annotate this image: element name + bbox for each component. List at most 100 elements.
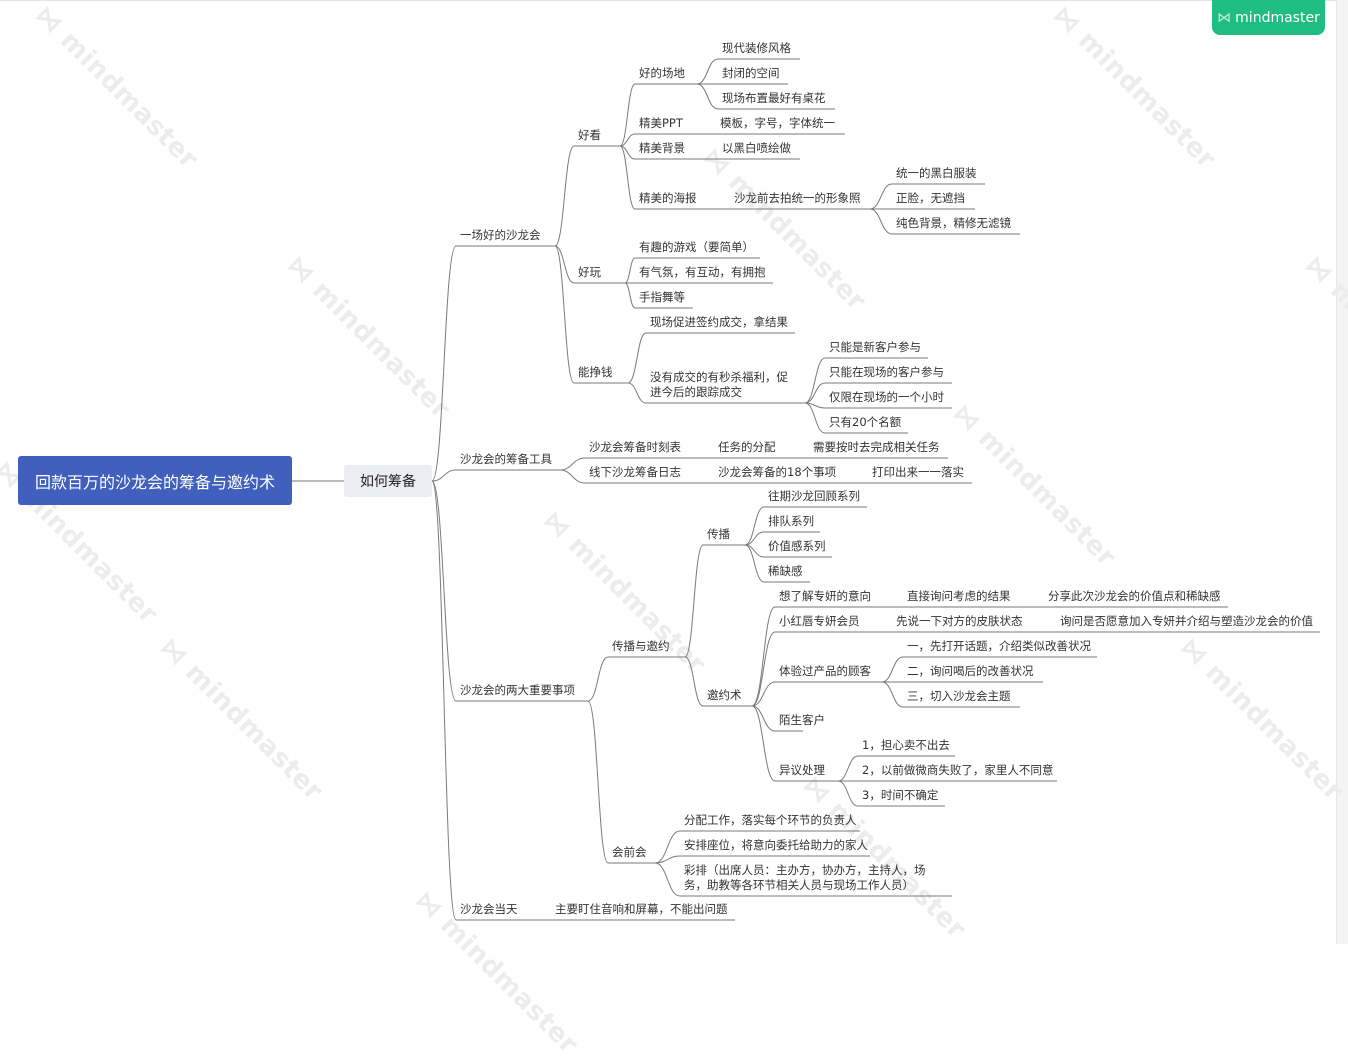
- topic-node[interactable]: 以黑白喷绘做: [722, 141, 791, 155]
- connector: [431, 480, 457, 921]
- topic-node[interactable]: 一场好的沙龙会: [460, 228, 541, 242]
- mindmaster-logo-icon: ⋈: [1217, 9, 1232, 26]
- topic-node[interactable]: 陌生客户: [779, 713, 825, 727]
- topic-node[interactable]: 二，询问喝后的改善状况: [907, 664, 1034, 678]
- topic-node[interactable]: 打印出来一一落实: [872, 465, 964, 479]
- topic-node[interactable]: 沙龙会筹备的18个事项: [718, 465, 837, 479]
- connector: [881, 656, 904, 683]
- connector: [554, 145, 575, 247]
- topic-node[interactable]: 安排座位，将意向委托给助力的家人: [684, 838, 868, 852]
- topic-node[interactable]: 现场布置最好有桌花: [722, 91, 826, 105]
- topic-node[interactable]: 精美背景: [639, 141, 685, 155]
- connector: [619, 83, 636, 147]
- topic-node[interactable]: 正脸，无遮挡: [896, 191, 965, 205]
- topic-node[interactable]: 会前会: [612, 845, 647, 859]
- topic-node[interactable]: 现代装修风格: [722, 41, 791, 55]
- connector: [804, 382, 826, 404]
- connector: [804, 357, 826, 404]
- topic-node[interactable]: 询问是否愿意加入专妍并介绍与塑造沙龙会的价值: [1060, 614, 1313, 628]
- topic-node[interactable]: 统一的黑白服装: [896, 166, 977, 180]
- topic-node[interactable]: 精美的海报: [639, 191, 697, 205]
- connector: [619, 133, 636, 147]
- topic-node[interactable]: 好看: [578, 128, 601, 142]
- topic-node[interactable]: 排队系列: [768, 514, 814, 528]
- topic-node[interactable]: 仅限在现场的一个小时: [829, 390, 944, 404]
- topic-node[interactable]: 2，以前做微商失败了，家里人不同意: [862, 763, 1054, 777]
- topic-node[interactable]: 稀缺感: [768, 564, 803, 578]
- topic-node[interactable]: 精美PPT: [639, 116, 683, 130]
- topic-node[interactable]: 3，时间不确定: [862, 788, 939, 802]
- connector: [751, 705, 776, 782]
- connector: [554, 245, 575, 284]
- topic-node[interactable]: 手指舞等: [639, 290, 685, 304]
- topic-node[interactable]: 好玩: [578, 265, 601, 279]
- connector: [684, 544, 704, 658]
- topic-node[interactable]: 邀约术: [707, 688, 742, 702]
- topic-node[interactable]: 只能是新客户参与: [829, 340, 921, 354]
- topic-node[interactable]: 一，先打开话题，介绍类似改善状况: [907, 639, 1091, 653]
- topic-node[interactable]: 往期沙龙回顾系列: [768, 489, 860, 503]
- topic-node[interactable]: 分享此次沙龙会的价值点和稀缺感: [1048, 589, 1221, 603]
- topic-node[interactable]: 异议处理: [779, 763, 825, 777]
- topic-node[interactable]: 只有20个名额: [829, 415, 902, 429]
- mindmaster-logo-button[interactable]: ⋈ mindmaster: [1212, 0, 1325, 35]
- topic-node[interactable]: 沙龙会的两大重要事项: [460, 683, 575, 697]
- connector-lines: [292, 58, 1320, 921]
- connector: [431, 245, 457, 482]
- topic-node[interactable]: 传播与邀约: [612, 639, 670, 653]
- connector: [559, 469, 586, 484]
- connector: [619, 145, 636, 160]
- topic-node[interactable]: 小红唇专妍会员: [779, 614, 860, 628]
- topic-node[interactable]: 主要盯住音响和屏幕，不能出问题: [555, 902, 728, 916]
- connector: [751, 606, 776, 707]
- connector: [431, 469, 457, 482]
- main-topic-label: 如何筹备: [360, 474, 416, 490]
- topic-node[interactable]: 没有成交的有秒杀福利，促 进今后的跟踪成交: [650, 370, 788, 399]
- topic-node[interactable]: 线下沙龙筹备日志: [589, 465, 681, 479]
- connector: [744, 544, 765, 583]
- root-topic-label: 回款百万的沙龙会的筹备与邀约术: [34, 472, 275, 492]
- vertical-scrollbar[interactable]: [1336, 0, 1348, 944]
- topic-node[interactable]: 纯色背景，精修无滤镜: [896, 216, 1011, 230]
- topic-node[interactable]: 有气氛，有互动，有拥抱: [639, 265, 766, 279]
- topic-node[interactable]: 沙龙前去拍统一的形象照: [734, 191, 861, 205]
- connector: [654, 830, 681, 864]
- connector: [744, 531, 765, 546]
- logo-text: mindmaster: [1235, 9, 1320, 26]
- topic-node[interactable]: 有趣的游戏（要简单）: [639, 240, 754, 254]
- topic-node[interactable]: 需要按时去完成相关任务: [813, 440, 940, 454]
- topic-node[interactable]: 价值感系列: [768, 539, 826, 553]
- connector: [559, 457, 586, 471]
- topic-node[interactable]: 能挣钱: [578, 365, 613, 379]
- connector: [744, 506, 765, 546]
- connector: [654, 855, 681, 864]
- topic-node[interactable]: 传播: [707, 527, 730, 541]
- topic-node[interactable]: 只能在现场的客户参与: [829, 365, 944, 379]
- topic-node[interactable]: 1，担心卖不出去: [862, 738, 950, 752]
- connector: [837, 755, 859, 782]
- topic-node[interactable]: 现场促进签约成交，拿结果: [650, 315, 788, 329]
- topic-node[interactable]: 彩排（出席人员：主办方，协办方，主持人，场 务，助教等各环节相关人员与现场工作人…: [684, 863, 926, 892]
- topic-node[interactable]: 分配工作，落实每个环节的负责人: [684, 813, 857, 827]
- topic-node[interactable]: 沙龙会的筹备工具: [460, 452, 552, 466]
- root-topic[interactable]: 回款百万的沙龙会的筹备与邀约术: [18, 456, 292, 505]
- topic-node[interactable]: 体验过产品的顾客: [779, 664, 871, 678]
- topic-node[interactable]: 想了解专妍的意向: [779, 589, 871, 603]
- connector: [751, 681, 776, 707]
- topic-node[interactable]: 好的场地: [639, 66, 685, 80]
- connector: [624, 282, 636, 309]
- topic-node[interactable]: 沙龙会当天: [460, 902, 518, 916]
- main-topic[interactable]: 如何筹备: [344, 465, 432, 497]
- topic-node[interactable]: 封闭的空间: [722, 66, 780, 80]
- topic-node[interactable]: 三，切入沙龙会主题: [907, 689, 1011, 703]
- connector: [881, 681, 904, 708]
- connector: [627, 332, 647, 384]
- topic-node[interactable]: 任务的分配: [718, 440, 776, 454]
- topic-node[interactable]: 模板，字号，字体统一: [720, 116, 835, 130]
- connector: [751, 705, 776, 732]
- topic-node[interactable]: 直接询问考虑的结果: [907, 589, 1011, 603]
- topic-node[interactable]: 先说一下对方的皮肤状态: [896, 614, 1023, 628]
- connector: [627, 382, 647, 404]
- connector: [587, 656, 609, 702]
- topic-node[interactable]: 沙龙会筹备时刻表: [589, 440, 681, 454]
